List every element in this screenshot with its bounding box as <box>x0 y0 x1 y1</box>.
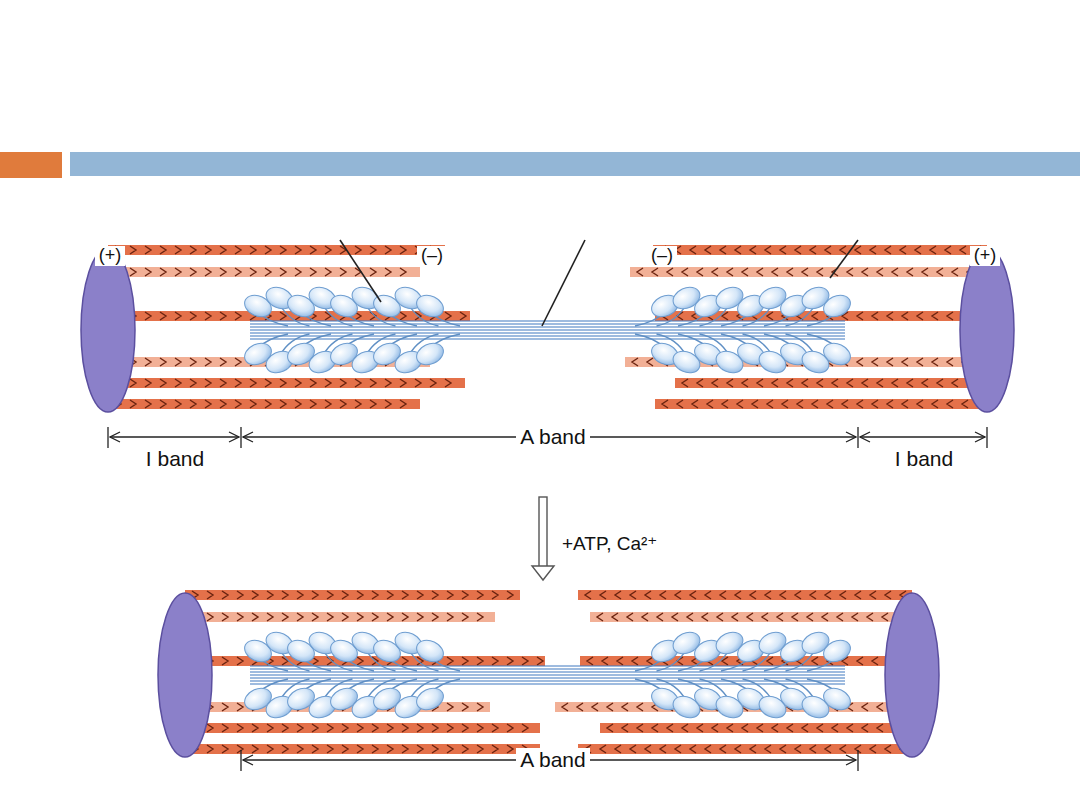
polarity-chevron <box>192 591 513 599</box>
actin-filament <box>653 245 987 255</box>
actin-filament <box>108 378 465 388</box>
band-label: I band <box>142 447 208 470</box>
header-bar <box>70 152 1080 176</box>
myosin-filament <box>250 329 845 330</box>
actin-filament <box>185 612 495 622</box>
myosin-filament <box>250 671 845 672</box>
polarity-chevron <box>597 613 903 621</box>
myosin-filament <box>250 332 845 333</box>
polarity-chevron <box>192 745 528 753</box>
z-disk <box>158 593 212 757</box>
actin-filament <box>185 590 520 600</box>
band-label: I band <box>891 447 957 470</box>
actin-filament <box>108 245 445 255</box>
actin-filament <box>655 399 987 409</box>
polarity-chevron <box>115 400 406 408</box>
polarity-chevron <box>115 379 451 387</box>
polarity-sign: (+) <box>970 246 1001 266</box>
band-label: A band <box>516 425 589 448</box>
accent-block <box>0 152 62 178</box>
myosin-filament <box>250 680 845 681</box>
polarity-chevron <box>660 246 981 254</box>
polarity-chevron <box>662 400 983 408</box>
polarity-chevron <box>115 246 436 254</box>
myosin-head <box>820 684 854 714</box>
myosin-filament <box>250 335 845 336</box>
myosin-filament <box>250 677 845 678</box>
actin-filament <box>185 656 545 666</box>
leader-lines <box>340 240 858 326</box>
polarity-chevron <box>192 657 543 665</box>
myosin-head <box>413 339 447 369</box>
actin-filament <box>185 744 540 754</box>
process-arrow <box>532 497 554 580</box>
z-disk <box>81 248 135 412</box>
myosin-filament <box>250 674 845 675</box>
actin-filament <box>675 378 987 388</box>
actin-filament <box>108 267 420 277</box>
myosin-head <box>413 636 447 666</box>
polarity-chevron <box>682 379 973 387</box>
myosin-filament <box>250 668 845 669</box>
actin-filament <box>600 723 912 733</box>
polarity-chevron <box>585 591 906 599</box>
band-label: A band <box>516 748 589 771</box>
actin-filament <box>578 744 912 754</box>
myosin-head <box>820 636 854 666</box>
myosin-head <box>413 291 447 321</box>
polarity-chevron <box>607 724 898 732</box>
actin-filament <box>185 723 540 733</box>
myosin-filament <box>250 326 845 327</box>
polarity-sign: (–) <box>417 246 447 266</box>
polarity-sign: (+) <box>95 246 126 266</box>
condition-label: +ATP, Ca²⁺ <box>558 534 661 555</box>
actin-filament <box>590 612 912 622</box>
band-brackets <box>108 427 987 771</box>
myosin-head <box>820 339 854 369</box>
polarity-sign: (–) <box>647 246 677 266</box>
z-disk <box>885 593 939 757</box>
actin-filament <box>578 590 912 600</box>
myosin-head <box>413 684 447 714</box>
polarity-chevron <box>192 613 483 621</box>
polarity-chevron <box>115 312 466 320</box>
myosin-filament <box>250 323 845 324</box>
z-disk <box>960 248 1014 412</box>
myosin-head <box>820 291 854 321</box>
actin-filament <box>108 399 420 409</box>
polarity-chevron <box>637 268 973 276</box>
polarity-chevron <box>192 724 528 732</box>
actin-filament <box>630 267 987 277</box>
